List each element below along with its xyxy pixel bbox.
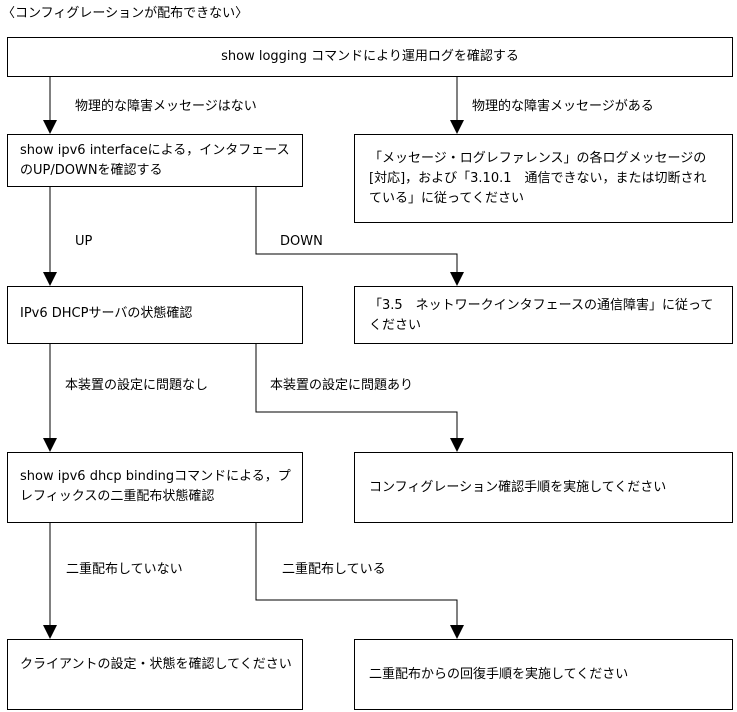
arrowhead-dhcp-state [43, 272, 57, 286]
config-check-text: コンフィグレーション確認手順を実施してください [369, 480, 667, 495]
label-no-fault: 物理的な障害メッセージはない [75, 99, 257, 114]
check-interface-text: show ipv6 interfaceによる，インタフェースのUP/DOWNを確… [20, 143, 290, 178]
arrowhead-if-fault [450, 272, 464, 286]
arrowhead-config-check [450, 438, 464, 452]
interface-fault-box: 「3.5 ネットワークインタフェースの通信障害」に従ってください [354, 286, 733, 344]
recovery-box: 二重配布からの回復手順を実施してください [354, 639, 733, 710]
connector-down [255, 187, 458, 272]
arrowhead-client-check [43, 625, 57, 639]
dhcp-state-text: IPv6 DHCPサーバの状態確認 [20, 306, 193, 321]
log-reference-text: 「メッセージ・ログレファレンス」の各ログメッセージの[対応]，および「3.10.… [369, 151, 707, 206]
label-config-ng: 本装置の設定に問題あり [270, 378, 414, 393]
check-interface-box: show ipv6 interfaceによる，インタフェースのUP/DOWNを確… [7, 134, 303, 187]
connector-config-ng [255, 344, 458, 438]
connector-dup [255, 523, 458, 625]
client-check-text: クライアントの設定・状態を確認してください [20, 657, 292, 672]
start-box: show logging コマンドにより運用ログを確認する [7, 37, 733, 77]
arrowhead-binding [43, 438, 57, 452]
start-box-text: show logging コマンドにより運用ログを確認する [221, 49, 519, 64]
label-fault: 物理的な障害メッセージがある [472, 99, 654, 114]
binding-check-box: show ipv6 dhcp bindingコマンドによる，プレフィックスの二重… [7, 452, 303, 523]
dhcp-state-box: IPv6 DHCPサーバの状態確認 [7, 286, 303, 344]
arrowhead-log-ref [450, 120, 464, 134]
recovery-text: 二重配布からの回復手順を実施してください [369, 667, 629, 682]
log-reference-box: 「メッセージ・ログレファレンス」の各ログメッセージの[対応]，および「3.10.… [354, 134, 733, 223]
diagram-title: 〈コンフィグレーションが配布できない〉 [2, 6, 249, 21]
interface-fault-text: 「3.5 ネットワークインタフェースの通信障害」に従ってください [369, 298, 714, 333]
config-check-box: コンフィグレーション確認手順を実施してください [354, 452, 733, 523]
label-up: UP [75, 234, 93, 249]
client-check-box: クライアントの設定・状態を確認してください [7, 639, 303, 710]
arrowhead-check-if [43, 120, 57, 134]
label-no-dup: 二重配布していない [66, 562, 183, 577]
arrowhead-recovery [450, 625, 464, 639]
binding-check-text: show ipv6 dhcp bindingコマンドによる，プレフィックスの二重… [20, 469, 291, 504]
label-dup: 二重配布している [282, 562, 386, 577]
label-down: DOWN [280, 234, 323, 249]
label-config-ok: 本装置の設定に問題なし [65, 378, 209, 393]
